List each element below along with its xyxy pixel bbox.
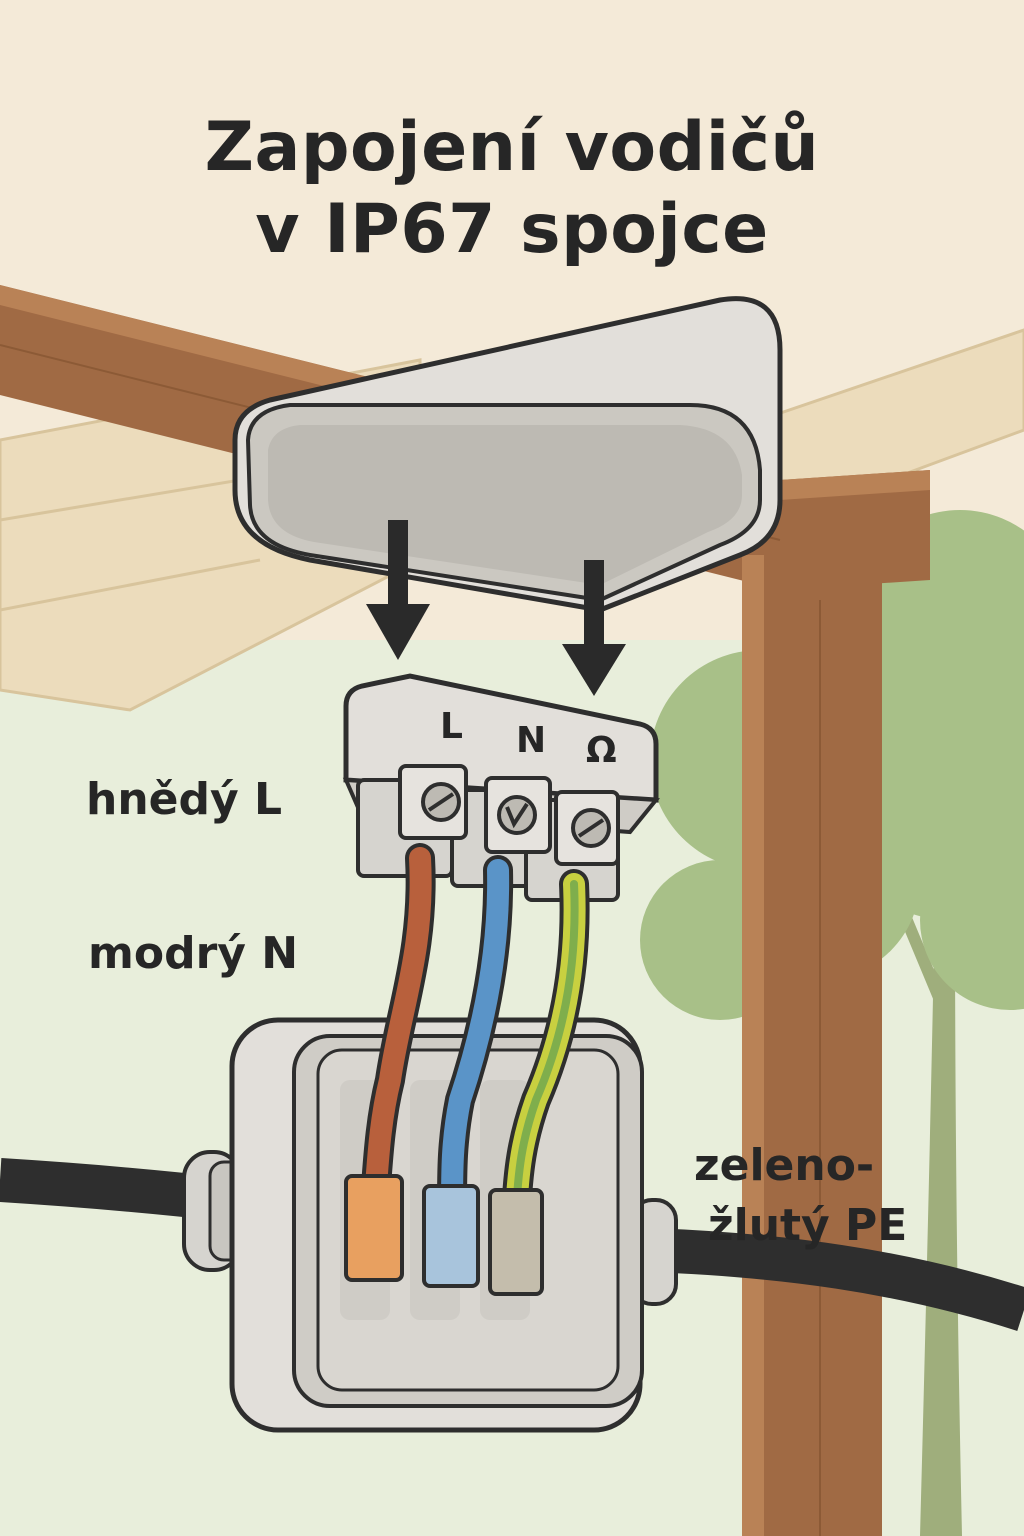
title-line-1: Zapojení vodičů <box>204 108 820 187</box>
label-green-yellow-line-1: zeleno- <box>694 1140 875 1191</box>
label-green-yellow-line-2: žlutý PE <box>708 1200 908 1251</box>
screw-2-icon <box>497 795 537 835</box>
label-blue-wire: modrý N <box>88 928 299 979</box>
wire-blue <box>441 859 510 1221</box>
terminal-marking-n: N <box>516 720 547 761</box>
wire-green-stripe <box>512 880 579 1219</box>
cable-right <box>649 1228 1024 1331</box>
terminal-marking-omega: Ω <box>586 730 617 771</box>
screw-1-icon <box>421 782 461 822</box>
screw-3-icon <box>571 808 611 848</box>
label-brown-wire: hnědý L <box>86 774 283 825</box>
ferrule-green-yellow <box>488 1188 544 1296</box>
title-line-2: v IP67 spojce <box>255 190 769 269</box>
arrow-right <box>562 560 626 696</box>
wire-brown <box>364 847 432 1211</box>
arrow-left <box>366 520 430 660</box>
terminal-marking-l: L <box>440 706 463 747</box>
lid <box>232 296 783 613</box>
wooden-post <box>742 555 882 1536</box>
ferrule-brown <box>344 1174 404 1282</box>
ferrule-blue <box>422 1184 480 1288</box>
